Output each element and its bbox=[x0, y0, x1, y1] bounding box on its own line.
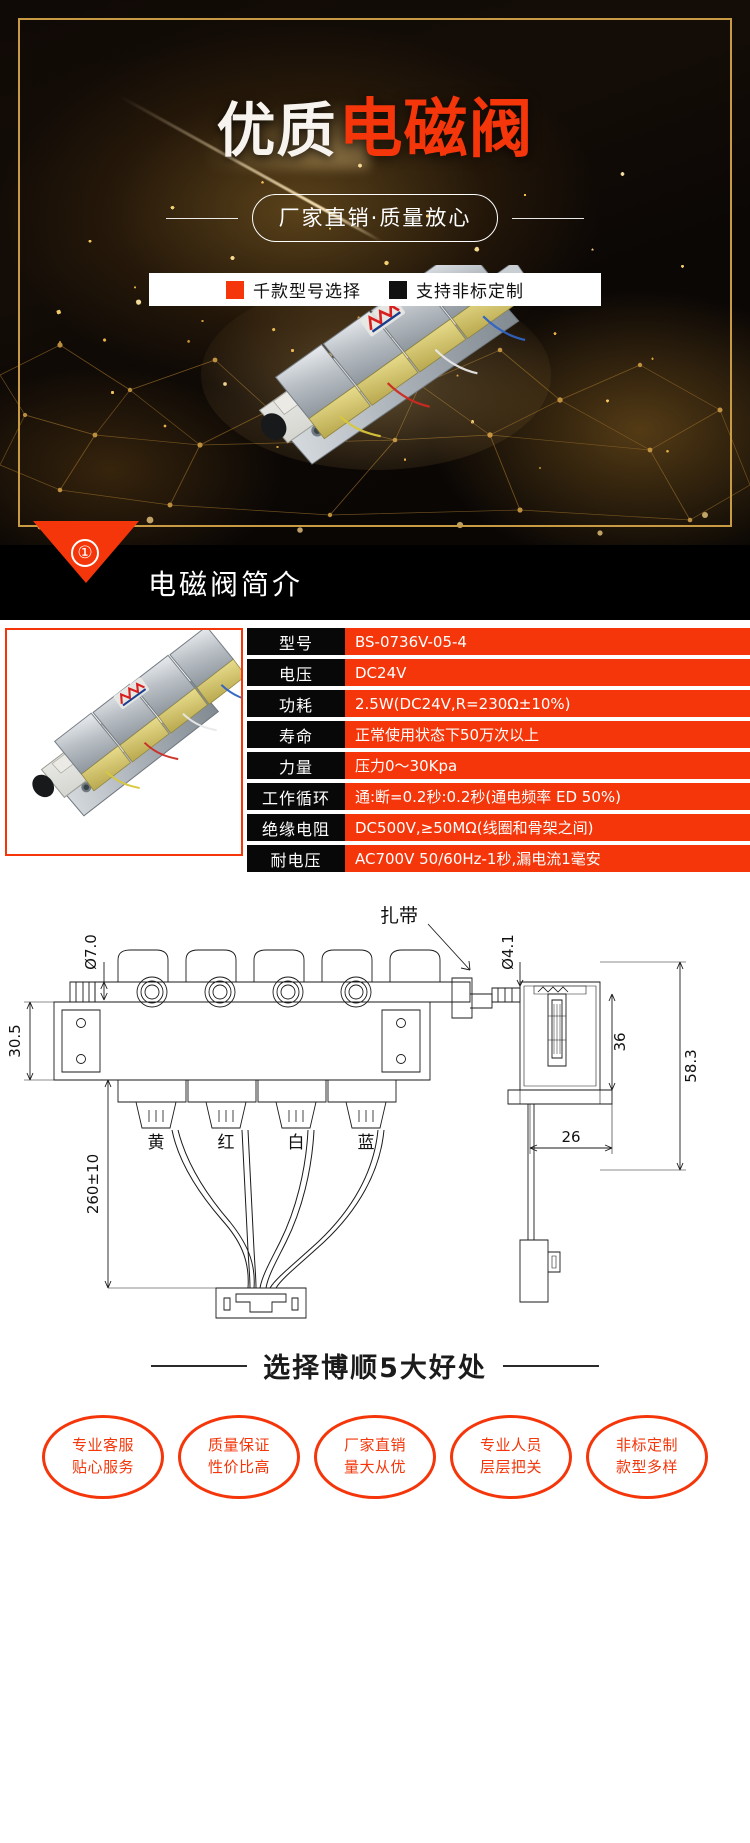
spec-value: AC700V 50/60Hz-1秒,漏电流1毫安 bbox=[345, 845, 750, 872]
table-row: 电压 DC24V bbox=[247, 659, 750, 686]
spec-value: 压力0～30Kpa bbox=[345, 752, 750, 779]
spec-value: DC500V,≥50MΩ(线圈和骨架之间) bbox=[345, 814, 750, 841]
benefit-line-2: 贴心服务 bbox=[71, 1458, 134, 1476]
feature-badge-custom-label: 支持非标定制 bbox=[416, 282, 524, 302]
spec-value: 2.5W(DC24V,R=230Ω±10%) bbox=[345, 690, 750, 717]
spec-key: 寿命 bbox=[247, 721, 345, 748]
benefit-line-2: 层层把关 bbox=[479, 1458, 542, 1476]
headline-white-text: 优质 bbox=[216, 96, 337, 165]
dimension-label-wire-length: 260±10 bbox=[84, 1154, 102, 1214]
benefit-item-5: 非标定制 款型多样 bbox=[586, 1415, 708, 1499]
table-row: 耐电压 AC700V 50/60Hz-1秒,漏电流1毫安 bbox=[247, 845, 750, 872]
dimension-label-dia-right: Ø4.1 bbox=[499, 934, 517, 970]
benefits-title: 选择博顺5大好处 bbox=[263, 1346, 487, 1385]
section-title: 电磁阀简介 bbox=[148, 567, 304, 601]
wire-label-white: 白 bbox=[288, 1133, 305, 1153]
benefits-title-prefix: 选择博顺 bbox=[263, 1353, 380, 1384]
banner-tagline: 厂家直销·质量放心 bbox=[251, 194, 499, 242]
spec-key: 电压 bbox=[247, 659, 345, 686]
feature-badge-models-label: 千款型号选择 bbox=[253, 282, 361, 302]
benefit-item-1: 专业客服 贴心服务 bbox=[42, 1415, 164, 1499]
spec-block: 型号 BS-0736V-05-4 电压 DC24V 功耗 2.5W(DC24V,… bbox=[0, 620, 750, 872]
tagline-rule-left bbox=[165, 217, 238, 219]
benefits-title-row: 选择博顺5大好处 bbox=[0, 1346, 750, 1385]
banner-tagline-row: 厂家直销·质量放心 bbox=[165, 194, 585, 242]
benefit-line-2: 性价比高 bbox=[207, 1458, 270, 1476]
black-square-icon bbox=[389, 280, 407, 299]
benefits-rule-left bbox=[151, 1364, 248, 1367]
benefit-line-1: 专业人员 bbox=[479, 1436, 542, 1455]
spec-key: 力量 bbox=[247, 752, 345, 779]
feature-badge-custom: 支持非标定制 bbox=[389, 277, 524, 302]
spec-key: 耐电压 bbox=[247, 845, 345, 872]
benefit-item-3: 厂家直销 量大从优 bbox=[314, 1415, 436, 1499]
dimension-label-height-outer: 58.3 bbox=[682, 1049, 700, 1082]
spec-value: 通:断=0.2秒:0.2秒(通电频率 ED 50%) bbox=[345, 783, 750, 810]
spec-value: BS-0736V-05-4 bbox=[345, 628, 750, 655]
wire-label-red: 红 bbox=[218, 1133, 235, 1153]
orange-square-icon bbox=[226, 280, 244, 299]
spec-key: 工作循环 bbox=[247, 783, 345, 810]
benefit-line-2: 量大从优 bbox=[343, 1458, 406, 1476]
wire-label-yellow: 黄 bbox=[148, 1133, 165, 1153]
benefits-title-number: 5 bbox=[379, 1353, 400, 1384]
product-thumbnail bbox=[5, 628, 243, 856]
spec-key: 功耗 bbox=[247, 690, 345, 717]
spec-key: 型号 bbox=[247, 628, 345, 655]
table-row: 寿命 正常使用状态下50万次以上 bbox=[247, 721, 750, 748]
table-row: 功耗 2.5W(DC24V,R=230Ω±10%) bbox=[247, 690, 750, 717]
dimension-label-height-left: 30.5 bbox=[6, 1024, 24, 1057]
table-row: 力量 压力0～30Kpa bbox=[247, 752, 750, 779]
feature-badge-bar: 千款型号选择 支持非标定制 bbox=[149, 273, 601, 306]
dimension-label-height-inner: 36 bbox=[611, 1032, 629, 1051]
feature-badge-models: 千款型号选择 bbox=[226, 277, 361, 302]
technical-drawing: Ø7.0 Ø4.1 30.5 260±10 36 58.3 26 扎带 黄 红 … bbox=[0, 890, 750, 1320]
benefits-title-suffix: 大好处 bbox=[399, 1353, 487, 1384]
benefit-line-1: 厂家直销 bbox=[343, 1436, 406, 1455]
wire-label-blue: 蓝 bbox=[358, 1133, 375, 1153]
benefit-item-4: 专业人员 层层把关 bbox=[450, 1415, 572, 1499]
spec-value: DC24V bbox=[345, 659, 750, 686]
table-row: 工作循环 通:断=0.2秒:0.2秒(通电频率 ED 50%) bbox=[247, 783, 750, 810]
benefit-line-2: 款型多样 bbox=[615, 1458, 678, 1476]
benefit-line-1: 非标定制 bbox=[615, 1436, 678, 1455]
banner-content: 优质 电磁阀 厂家直销·质量放心 千款型号选择 支持非标定制 bbox=[0, 0, 750, 545]
dimension-label-dia-top: Ø7.0 bbox=[82, 934, 100, 970]
table-row: 绝缘电阻 DC500V,≥50MΩ(线圈和骨架之间) bbox=[247, 814, 750, 841]
tagline-rule-right bbox=[512, 217, 585, 219]
callout-label-tie-strap: 扎带 bbox=[380, 905, 418, 927]
headline-orange-text: 电磁阀 bbox=[338, 93, 534, 167]
specification-table: 型号 BS-0736V-05-4 电压 DC24V 功耗 2.5W(DC24V,… bbox=[247, 628, 750, 872]
technical-drawing-svg: Ø7.0 Ø4.1 30.5 260±10 36 58.3 26 扎带 黄 红 … bbox=[0, 890, 750, 1320]
benefits-section: 选择博顺5大好处 专业客服 贴心服务 质量保证 性价比高 厂家直销 量大从优 专… bbox=[0, 1320, 750, 1539]
section-number-badge: ① bbox=[71, 539, 99, 567]
table-row: 型号 BS-0736V-05-4 bbox=[247, 628, 750, 655]
benefits-rule-right bbox=[502, 1364, 599, 1367]
benefit-line-1: 质量保证 bbox=[207, 1436, 270, 1455]
spec-value: 正常使用状态下50万次以上 bbox=[345, 721, 750, 748]
hero-banner: 优质 电磁阀 厂家直销·质量放心 千款型号选择 支持非标定制 bbox=[0, 0, 750, 545]
product-detail-page: 优质 电磁阀 厂家直销·质量放心 千款型号选择 支持非标定制 bbox=[0, 0, 750, 1539]
section-header-intro: ① 电磁阀简介 bbox=[0, 521, 750, 620]
spec-key: 绝缘电阻 bbox=[247, 814, 345, 841]
dimension-label-depth: 26 bbox=[561, 1128, 580, 1146]
benefits-list: 专业客服 贴心服务 质量保证 性价比高 厂家直销 量大从优 专业人员 层层把关 … bbox=[0, 1415, 750, 1499]
banner-headline: 优质 电磁阀 bbox=[216, 78, 533, 170]
product-thumbnail-image bbox=[7, 630, 241, 854]
benefit-item-2: 质量保证 性价比高 bbox=[178, 1415, 300, 1499]
benefit-line-1: 专业客服 bbox=[71, 1436, 134, 1455]
